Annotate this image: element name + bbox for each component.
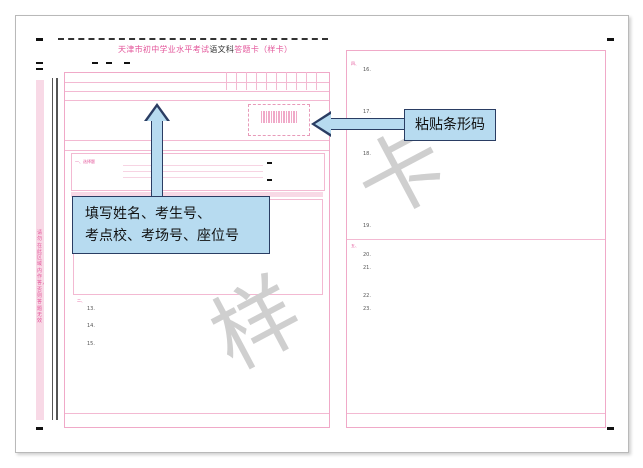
info-arrow-head-fill bbox=[147, 107, 167, 121]
barcode-area bbox=[248, 104, 310, 136]
question-21-label: 21. bbox=[363, 265, 371, 271]
register-mark-top-left bbox=[36, 38, 43, 41]
question-20-label: 20. bbox=[363, 252, 371, 258]
barcode-arrow-shaft bbox=[330, 118, 404, 130]
question-16-label: 16. bbox=[363, 67, 371, 73]
info-callout-line-2: 考点校、考场号、座位号 bbox=[85, 228, 239, 244]
top-dashed-line bbox=[58, 38, 328, 40]
question-18-label: 18. bbox=[363, 151, 371, 157]
header-dash-1 bbox=[92, 62, 98, 64]
right-answer-panel: 四、 16. 17. 18. 19. 五、 20. 21. 22. 23. bbox=[346, 50, 606, 428]
top-grid-lines bbox=[226, 72, 326, 90]
instructions-block bbox=[65, 100, 329, 141]
choice-section-label: 一、选择题 bbox=[75, 159, 95, 164]
info-row-name bbox=[65, 73, 329, 83]
question-13-label: 13. bbox=[87, 306, 95, 312]
title-subject: 语文科 bbox=[209, 45, 235, 54]
question-15-label: 15. bbox=[87, 341, 95, 347]
right-divider bbox=[347, 239, 605, 240]
side-warning-strip bbox=[36, 80, 44, 420]
title-suffix: 答题卡（样卡） bbox=[234, 45, 293, 54]
info-callout: 填写姓名、考生号、 考点校、考场号、座位号 bbox=[72, 196, 270, 254]
question-14-label: 14. bbox=[87, 323, 95, 329]
info-row-room bbox=[65, 91, 329, 101]
question-19-label: 19. bbox=[363, 223, 371, 229]
barcode-callout-text: 粘贴条形码 bbox=[415, 117, 485, 133]
side-warning-text: 请勿在此区域内作答，否则答题无效 bbox=[37, 230, 48, 325]
choice-marker-2 bbox=[267, 179, 272, 181]
header-dash-2 bbox=[106, 62, 112, 64]
question-23-label: 23. bbox=[363, 306, 371, 312]
info-arrow-shaft bbox=[151, 120, 163, 196]
register-mark-bottom-right bbox=[607, 427, 614, 430]
question-22-label: 22. bbox=[363, 293, 371, 299]
question-17-label: 17. bbox=[363, 109, 371, 115]
title-prefix: 天津市初中学业水平考试 bbox=[118, 45, 210, 54]
info-callout-line-1: 填写姓名、考生号、 bbox=[85, 206, 211, 222]
binding-line-2 bbox=[56, 78, 58, 420]
right-section-label: 四、 bbox=[351, 61, 359, 66]
header-dash-3 bbox=[124, 62, 130, 64]
fill-example-row bbox=[65, 140, 329, 151]
register-mark-bottom-left bbox=[36, 427, 43, 430]
choice-bubbles bbox=[123, 161, 263, 183]
left-footer-line bbox=[65, 413, 329, 414]
choice-marker-1 bbox=[267, 162, 272, 164]
info-row-school bbox=[65, 82, 329, 92]
barcode-bars bbox=[261, 111, 297, 123]
register-mark-top-right bbox=[607, 38, 614, 41]
barcode-callout: 粘贴条形码 bbox=[404, 109, 496, 141]
register-mark-left-1 bbox=[36, 62, 43, 64]
choice-section-box bbox=[71, 153, 325, 191]
binding-line-1 bbox=[52, 78, 53, 420]
right-footer-line bbox=[347, 413, 605, 414]
barcode-arrow-head-fill bbox=[315, 114, 331, 134]
nonchoice-header bbox=[71, 192, 323, 197]
section-five-label: 五、 bbox=[351, 243, 359, 248]
section-two-label: 二、 bbox=[77, 298, 85, 303]
register-mark-left-2 bbox=[36, 68, 43, 70]
sheet-title: 天津市初中学业水平考试语文科答题卡（样卡） bbox=[118, 44, 292, 55]
